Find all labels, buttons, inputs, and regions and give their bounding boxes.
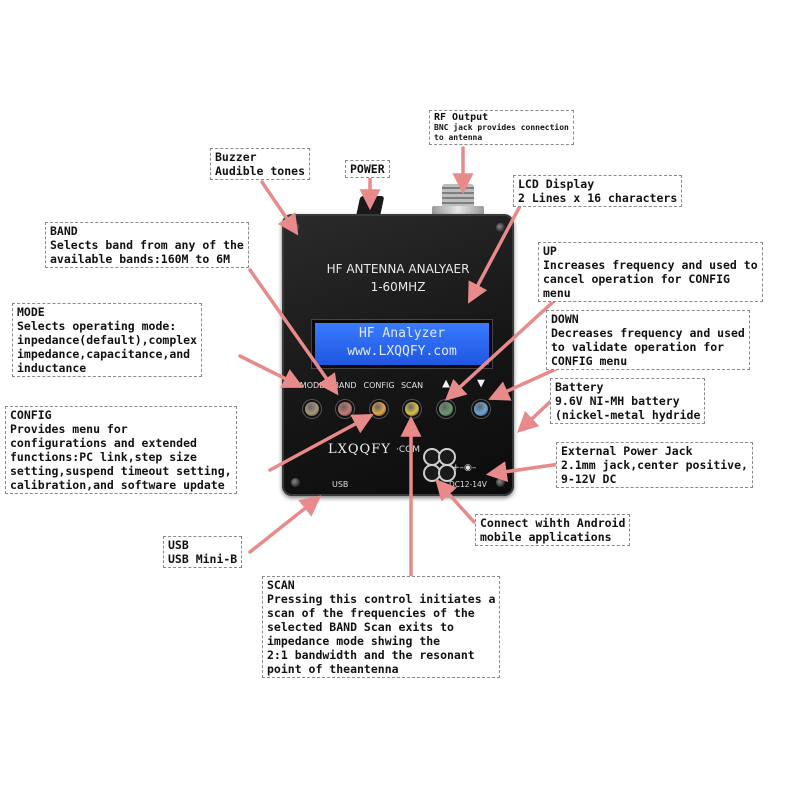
band-title: BAND xyxy=(50,224,78,238)
down-title: DOWN xyxy=(551,312,579,326)
up-callout: UP Increases frequency and used to cance… xyxy=(538,242,763,302)
power-callout: POWER xyxy=(345,160,390,178)
mode-line: inductance xyxy=(17,361,87,375)
down-line: to validate operation for xyxy=(551,340,725,354)
bnc-connector xyxy=(432,184,484,216)
antenna-analyzer-device: HF ANTENNA ANALYAER 1-60MHZ HF Analyzer … xyxy=(282,214,514,496)
dc-polarity-icon: +–◉– xyxy=(452,463,477,473)
down-button[interactable] xyxy=(474,402,488,416)
mode-line: inpedance(default),complex xyxy=(17,333,198,347)
scan-line: point of theantenna xyxy=(267,662,399,676)
battery-callout: Battery 9.6V NI-MH battery (nickel-metal… xyxy=(550,378,706,424)
config-line: Provides menu for xyxy=(10,422,128,436)
scan-button-label: SCAN xyxy=(400,381,424,390)
ext-power-line: 9-12V DC xyxy=(561,472,617,486)
android-callout: Connect wihth Android mobile application… xyxy=(475,514,631,546)
up-title: UP xyxy=(543,244,557,258)
mode-button[interactable] xyxy=(305,402,319,416)
screw xyxy=(496,478,505,487)
config-button[interactable] xyxy=(372,402,386,416)
up-line: Increases frequency and used to xyxy=(543,258,758,272)
config-button-label: CONFIG xyxy=(363,381,395,390)
down-callout: DOWN Decreases frequency and used to val… xyxy=(546,310,750,370)
scan-line: 2:1 bandwidth and the resonant xyxy=(267,648,475,662)
battery-title: Battery xyxy=(555,380,604,394)
android-line: Connect wihth Android xyxy=(480,516,626,530)
config-line: functions:PC link,step size xyxy=(10,450,197,464)
up-line: menu xyxy=(543,286,571,300)
config-callout: CONFIG Provides menu for configurations … xyxy=(5,406,237,494)
battery-line: 9.6V NI-MH battery xyxy=(555,394,680,408)
lcd-line-1: HF Analyzer xyxy=(358,326,446,341)
power-title: POWER xyxy=(350,162,385,176)
lcd-display: HF Analyzer www.LXQQFY.com xyxy=(312,320,492,368)
brand-logo: LXQQFY xyxy=(328,442,391,457)
mode-title: MODE xyxy=(17,305,45,319)
device-subtitle: 1-60MHZ xyxy=(370,280,426,294)
screw xyxy=(291,478,300,487)
scan-line: selected BAND Scan exits to xyxy=(267,620,454,634)
config-line: calibration,and software update xyxy=(10,478,225,492)
rf-output-line: BNC jack provides connection xyxy=(434,123,569,132)
arrow-usb xyxy=(248,495,322,554)
buzzer-callout: Buzzer Audible tones xyxy=(210,148,311,180)
scan-callout: SCAN Pressing this control initiates a s… xyxy=(262,576,501,678)
lcd-line: 2 Lines x 16 characters xyxy=(518,191,678,205)
screw xyxy=(496,223,505,232)
rf-output-line: to antenna xyxy=(434,133,483,142)
rf-output-callout: RF Output BNC jack provides connection t… xyxy=(429,110,574,145)
rf-output-title: RF Output xyxy=(434,112,489,123)
arrow-battery xyxy=(516,398,554,433)
brand-suffix: ·COM xyxy=(396,445,420,455)
android-line: mobile applications xyxy=(480,530,612,544)
device-title: HF ANTENNA ANALYAER xyxy=(326,262,470,276)
ext-power-callout: External Power Jack 2.1mm jack,center po… xyxy=(556,442,753,488)
screw xyxy=(291,223,300,232)
band-button[interactable] xyxy=(338,402,352,416)
scan-line: scan of the frequencies of the xyxy=(267,606,475,620)
scan-line: Pressing this control initiates a xyxy=(267,592,496,606)
scan-line: impedance mode shwing the xyxy=(267,634,441,648)
mode-line: impedance,capacitance,and xyxy=(17,347,191,361)
usb-port-label: USB xyxy=(332,480,349,489)
band-button-label: BAND xyxy=(333,381,357,390)
band-line: available bands:160M to 6M xyxy=(50,252,231,266)
config-title: CONFIG xyxy=(10,408,52,422)
down-line: Decreases frequency and used xyxy=(551,326,745,340)
ext-power-title: External Power Jack xyxy=(561,444,693,458)
down-line: CONFIG menu xyxy=(551,354,628,368)
buzzer-title: Buzzer xyxy=(215,150,257,164)
scan-title: SCAN xyxy=(267,578,295,592)
scan-button[interactable] xyxy=(405,402,419,416)
usb-title: USB xyxy=(168,538,189,552)
battery-line: (nickel-metal hydride xyxy=(555,408,701,422)
config-line: setting,suspend timeout setting, xyxy=(10,464,232,478)
dc-input-label: DC12-14V xyxy=(449,480,487,489)
up-arrow-icon: ▲ xyxy=(442,376,450,391)
lcd-callout: LCD Display 2 Lines x 16 characters xyxy=(513,175,683,207)
lcd-line-2: www.LXQQFY.com xyxy=(347,344,457,359)
band-line: Selects band from any of the xyxy=(50,238,244,252)
up-button[interactable] xyxy=(439,402,453,416)
usb-callout: USB USB Mini-B xyxy=(163,536,243,568)
ext-power-line: 2.1mm jack,center positive, xyxy=(561,458,748,472)
config-line: configurations and extended xyxy=(10,436,197,450)
down-arrow-icon: ▼ xyxy=(477,376,485,391)
up-line: cancel operation for CONFIG xyxy=(543,272,730,286)
mode-callout: MODE Selects operating mode: inpedance(d… xyxy=(12,303,203,377)
mode-button-label: MODE xyxy=(299,381,325,390)
usb-line: USB Mini-B xyxy=(168,552,238,566)
lcd-title: LCD Display xyxy=(518,177,595,191)
mode-line: Selects operating mode: xyxy=(17,319,177,333)
buzzer-line: Audible tones xyxy=(215,164,306,178)
band-callout: BAND Selects band from any of the availa… xyxy=(45,222,249,268)
